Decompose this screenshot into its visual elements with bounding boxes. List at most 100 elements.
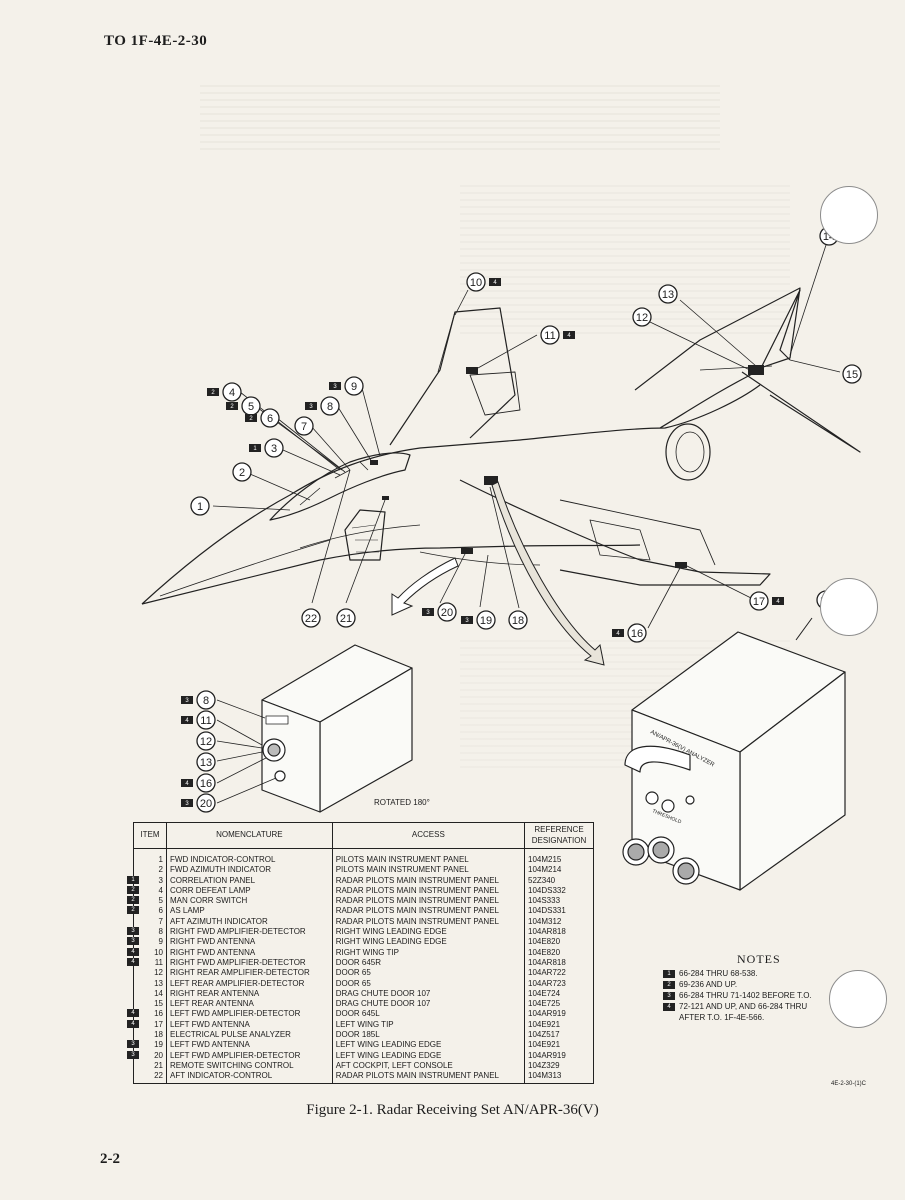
reference-cell: 104DS332: [524, 885, 594, 897]
callout-number: 11: [200, 715, 211, 727]
item-value: 8: [158, 927, 163, 937]
note-marker: [245, 414, 257, 422]
reference-cell: 104S333: [524, 896, 594, 907]
item-value: 22: [154, 1071, 163, 1081]
item-number: 12: [133, 968, 167, 979]
access-cell: DOOR 185L: [331, 1030, 526, 1041]
callout-16: 164: [612, 623, 647, 643]
nomenclature-cell: RIGHT REAR ANTENNA: [166, 988, 333, 1000]
callout-number: 6: [267, 413, 273, 425]
item-value: 3: [158, 875, 163, 885]
item-number: 7: [133, 916, 167, 928]
callout-8: 83: [181, 690, 216, 710]
reference-cell: 104AR919: [524, 1050, 594, 1061]
bleed-through-text: [460, 185, 790, 335]
access-cell: DRAG CHUTE DOOR 107: [331, 988, 526, 1000]
note-text: 66-284 THRU 68-538.: [679, 969, 758, 978]
callout-number: 9: [351, 381, 357, 393]
note-text: AFTER T.O. 1F-4E-566.: [679, 1013, 765, 1022]
callout-22: 22: [301, 608, 321, 628]
access-cell: RADAR PILOTS MAIN INSTRUMENT PANEL: [331, 1071, 526, 1084]
note-marker: [329, 382, 341, 390]
reference-cell: 104E820: [524, 947, 594, 958]
reference-cell: 104AR818: [524, 927, 594, 938]
callout-number: 12: [200, 736, 212, 748]
note-marker: [305, 402, 317, 410]
callout-20: 203: [181, 793, 216, 813]
access-cell: RADAR PILOTS MAIN INSTRUMENT PANEL: [331, 916, 526, 928]
access-cell: RIGHT WING LEADING EDGE: [331, 937, 526, 948]
item-number: 21: [133, 1060, 167, 1072]
arrow-to-analyzer: [491, 481, 605, 666]
binder-hole: [820, 578, 878, 636]
callout-number: 2: [239, 467, 245, 479]
note-marker: 3: [127, 1040, 139, 1049]
access-cell: RADAR PILOTS MAIN INSTRUMENT PANEL: [331, 906, 526, 917]
aircraft-drawing: [141, 287, 861, 605]
note-marker: 1: [663, 969, 675, 978]
reference-cell: 104E725: [524, 999, 594, 1010]
item-number: 22: [133, 1071, 167, 1084]
reference-cell: 104M215: [524, 848, 594, 866]
nomenclature-cell: CORRELATION PANEL: [166, 875, 333, 886]
nomenclature-cell: ELECTRICAL PULSE ANALYZER: [166, 1030, 333, 1041]
note-marker-number: 2: [249, 416, 253, 422]
note-item: 1 66-284 THRU 68-538.: [663, 969, 758, 979]
note-marker: [489, 278, 501, 286]
item-number: 1: [133, 848, 167, 866]
nomenclature-cell: CORR DEFEAT LAMP: [166, 885, 333, 897]
nomenclature-cell: AS LAMP: [166, 906, 333, 917]
equipment-locations: [370, 365, 764, 568]
item-value: 11: [154, 957, 163, 967]
callout-number: 15: [846, 369, 858, 381]
note-marker: [249, 444, 261, 452]
callout-21: 21: [336, 608, 356, 628]
leader-lines: [212, 244, 841, 629]
bleed-through-text: [200, 85, 720, 155]
reference-cell: 104AR722: [524, 968, 594, 979]
callout-15: 15: [842, 364, 862, 384]
reference-cell: 104E921: [524, 1019, 594, 1031]
callout-number: 1: [197, 501, 203, 513]
reference-cell: 104DS331: [524, 906, 594, 917]
callout-number: 10: [470, 277, 482, 289]
reference-cell: 104AR919: [524, 1009, 594, 1020]
callout-12: 12: [632, 307, 652, 327]
callout-19: 193: [461, 610, 496, 630]
access-cell: RADAR PILOTS MAIN INSTRUMENT PANEL: [331, 885, 526, 897]
note-marker-number: 4: [185, 718, 189, 724]
callout-18: 18: [508, 610, 528, 630]
note-marker: [563, 331, 575, 339]
callout-number: 16: [631, 628, 643, 640]
note-marker: [207, 388, 219, 396]
item-value: 13: [154, 978, 163, 988]
note-marker: [181, 696, 193, 704]
reference-cell: 104M312: [524, 916, 594, 928]
nomenclature-cell: LEFT REAR ANTENNA: [166, 999, 333, 1010]
reference-cell: 104M214: [524, 865, 594, 876]
access-cell: PILOTS MAIN INSTRUMENT PANEL: [331, 848, 526, 866]
note-marker: [422, 608, 434, 616]
note-marker: [181, 799, 193, 807]
reference-cell: 104Z517: [524, 1030, 594, 1041]
nomenclature-cell: AFT AZIMUTH INDICATOR: [166, 916, 333, 928]
callout-number: 18: [512, 615, 524, 627]
note-marker-number: 3: [426, 610, 430, 616]
callout-number: 3: [271, 443, 277, 455]
nomenclature-cell: RIGHT REAR AMPLIFIER-DETECTOR: [166, 968, 333, 979]
